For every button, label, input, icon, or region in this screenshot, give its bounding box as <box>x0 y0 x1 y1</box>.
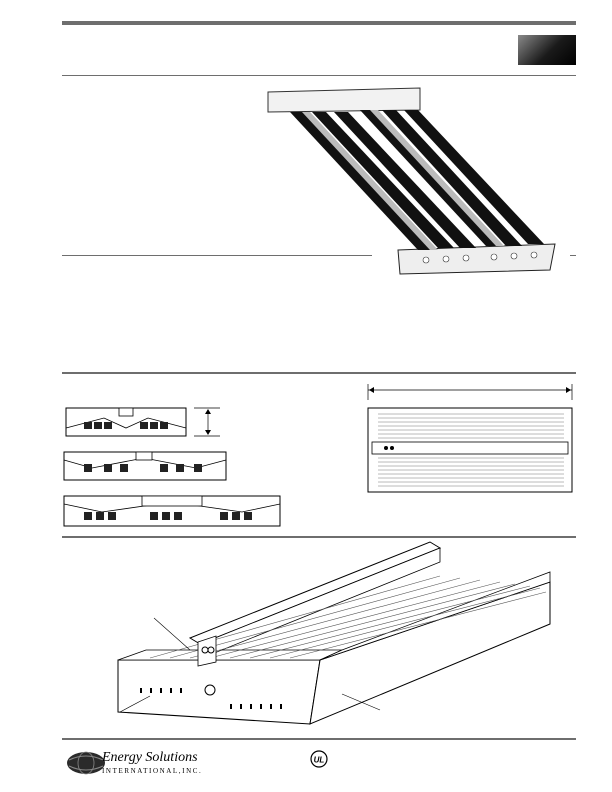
end-view-6-lamp <box>63 451 227 481</box>
fixture-perspective-drawing <box>117 541 551 725</box>
ul-mark-text: UL <box>314 756 325 765</box>
product-hero-image <box>267 87 556 275</box>
brand-logo: Energy Solutions INTERNATIONAL,INC. <box>66 750 206 780</box>
end-view-8-lamp <box>63 495 281 527</box>
header-top-rule <box>62 21 576 25</box>
brand-subtitle: INTERNATIONAL,INC. <box>102 767 203 775</box>
section-rule-2 <box>62 372 576 374</box>
brand-name: Energy Solutions <box>102 750 198 765</box>
section-rule-3 <box>62 536 576 538</box>
section-rule-1-right <box>570 255 576 256</box>
header-bottom-rule <box>62 75 576 76</box>
globe-icon <box>67 751 105 775</box>
footer-rule <box>62 738 576 740</box>
ul-listed-icon: UL <box>310 750 328 768</box>
end-view-2-lamp <box>65 407 220 437</box>
header-tab <box>518 35 576 65</box>
top-view-diagram <box>367 384 573 493</box>
section-rule-1 <box>62 255 372 256</box>
